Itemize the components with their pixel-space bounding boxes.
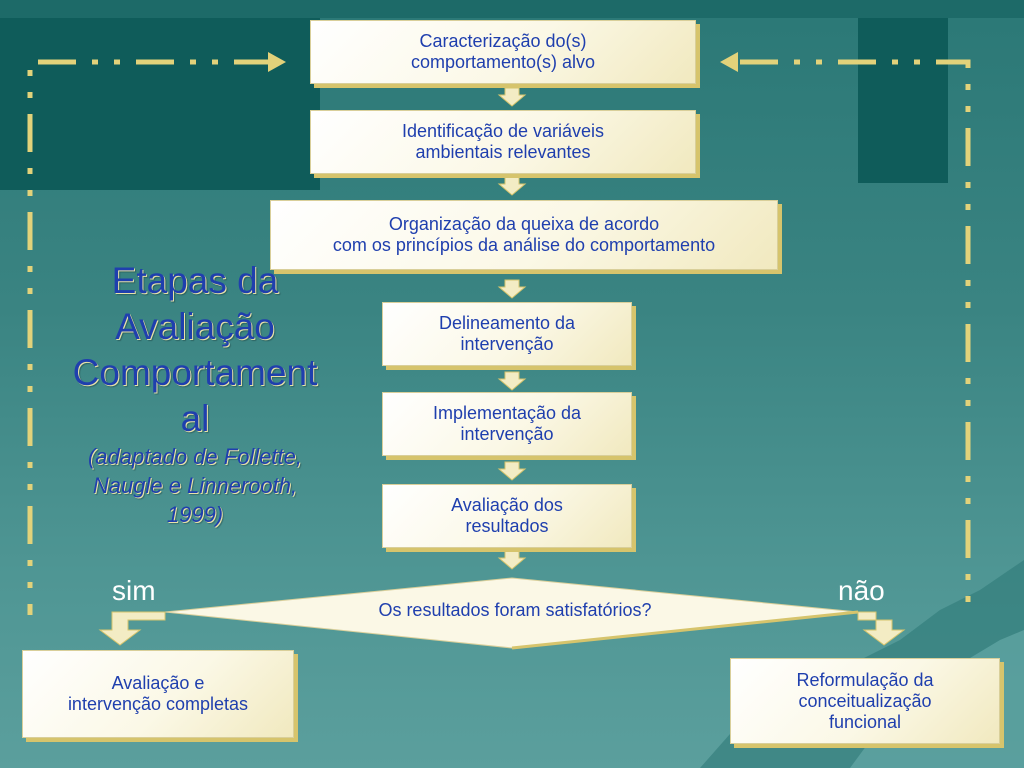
decorative-band-top xyxy=(0,0,1024,18)
step-text: Caracterização do(s) xyxy=(419,31,587,51)
step-box-delineation: Delineamento da intervenção xyxy=(382,302,632,366)
step-text: comportamento(s) alvo xyxy=(410,52,596,72)
subtitle-line: (adaptado de Follette, xyxy=(87,444,303,469)
step-text: Identificação de variáveis xyxy=(401,121,605,141)
outcome-box-complete: Avaliação e intervenção completas xyxy=(22,650,294,738)
no-branch-arrow xyxy=(857,611,906,646)
outcome-text: funcional xyxy=(828,711,902,732)
step-text: intervenção xyxy=(460,334,554,354)
subtitle-line: 1999) xyxy=(166,502,224,527)
step-text: ambientais relevantes xyxy=(415,142,591,162)
step-text: Delineamento da xyxy=(438,313,576,333)
flow-arrow xyxy=(497,550,527,570)
yes-branch-arrow xyxy=(98,611,166,646)
step-text: Avaliação dos xyxy=(451,495,563,515)
yes-label: sim xyxy=(112,575,156,606)
outcome-box-reformulation: Reformulação da conceitualização funcion… xyxy=(730,658,1000,744)
step-text: com os princípios da análise do comporta… xyxy=(332,235,716,255)
title-line: Etapas da xyxy=(111,260,279,301)
outcome-text: Reformulação da xyxy=(796,669,934,690)
step-text: resultados xyxy=(465,516,549,536)
outcome-text: conceitualização xyxy=(798,690,932,711)
title-line: Avaliação xyxy=(115,306,275,347)
subtitle-line: Naugle e Linnerooth, xyxy=(92,473,298,498)
outcome-text: intervenção completas xyxy=(67,694,249,714)
step-box-evaluation: Avaliação dos resultados xyxy=(382,484,632,548)
decorative-band-left xyxy=(0,0,320,190)
title-line: al xyxy=(180,398,210,439)
slide-title: Etapas da Avaliação Comportament al (ada… xyxy=(40,258,350,529)
step-text: Organização da queixa de acordo xyxy=(388,214,660,234)
decorative-band-right xyxy=(858,0,948,183)
title-line: Comportament xyxy=(72,352,318,393)
step-box-identification: Identificação de variáveis ambientais re… xyxy=(310,110,696,174)
decision-question: Os resultados foram satisfatórios? xyxy=(378,600,652,620)
step-box-organization: Organização da queixa de acordo com os p… xyxy=(270,200,778,270)
flow-arrow xyxy=(497,279,527,299)
step-box-characterization: Caracterização do(s) comportamento(s) al… xyxy=(310,20,696,84)
step-text: intervenção xyxy=(460,424,554,444)
flow-arrow xyxy=(497,176,527,196)
step-box-implementation: Implementação da intervenção xyxy=(382,392,632,456)
flow-arrow xyxy=(497,371,527,391)
flow-arrow xyxy=(497,461,527,481)
outcome-text: Avaliação e xyxy=(111,673,205,693)
step-text: Implementação da xyxy=(432,403,582,423)
loop-arrowhead-right xyxy=(720,52,738,72)
flow-arrow xyxy=(497,87,527,107)
no-label: não xyxy=(838,575,885,606)
